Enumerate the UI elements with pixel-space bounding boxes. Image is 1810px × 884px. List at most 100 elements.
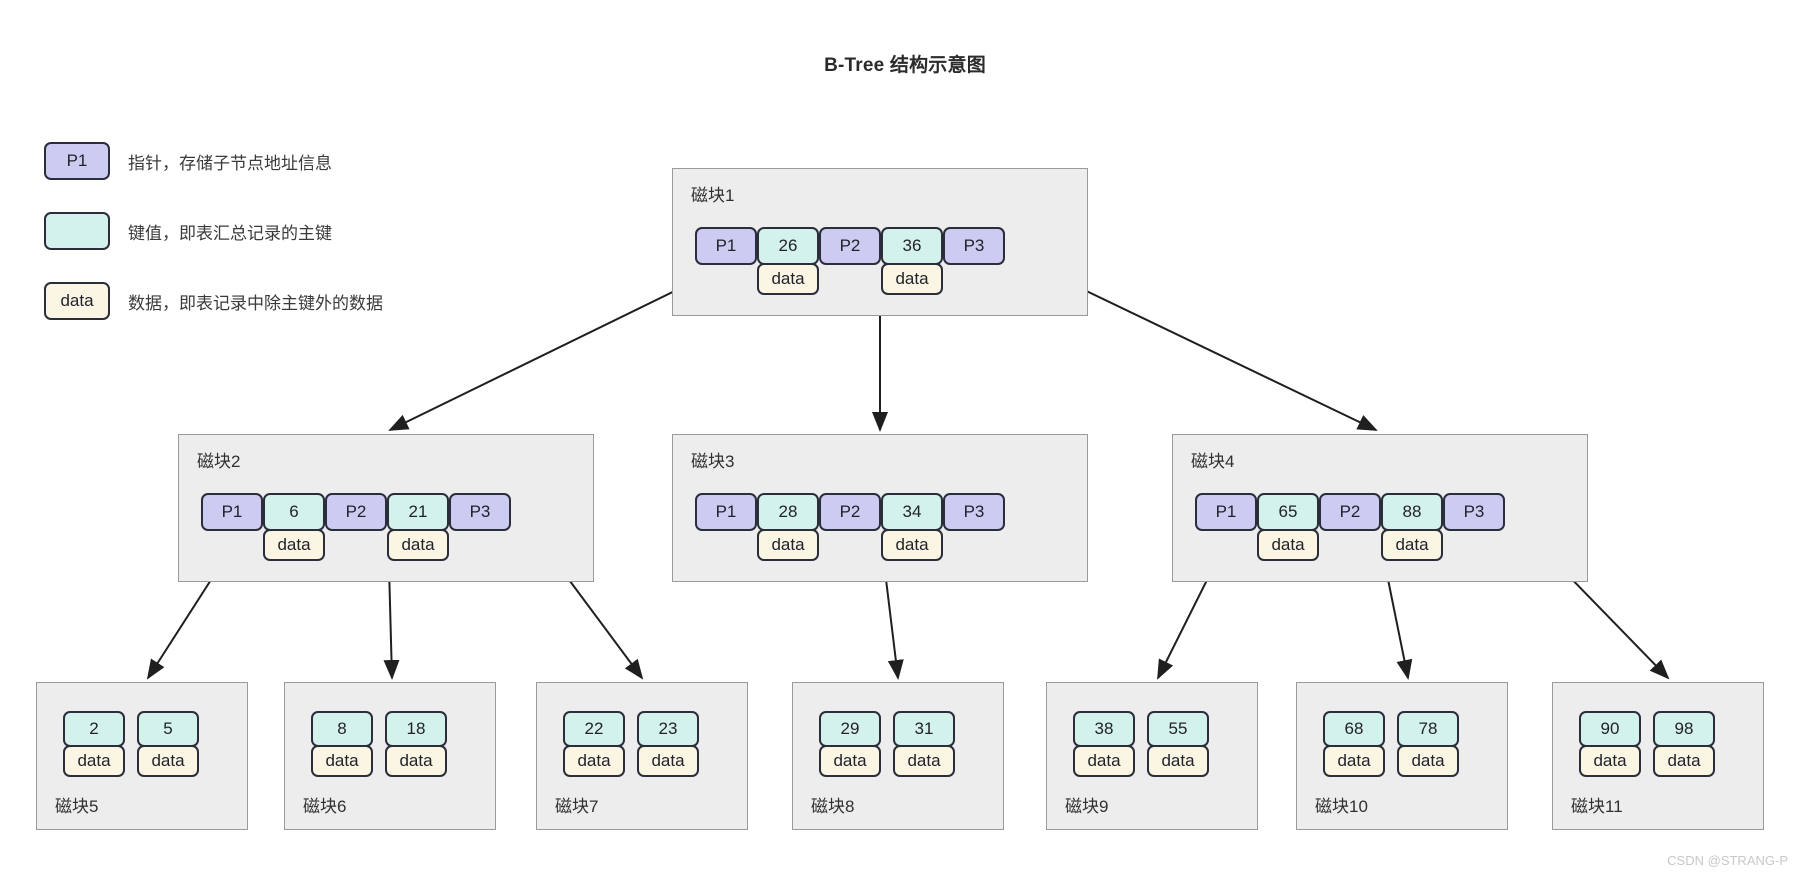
key-cell[interactable]: 38 bbox=[1073, 711, 1135, 747]
block-label: 磁块5 bbox=[55, 797, 99, 816]
key-cell[interactable]: 36 bbox=[881, 227, 943, 265]
data-cell[interactable]: data bbox=[137, 745, 199, 777]
pointer-slot[interactable]: P1 bbox=[695, 493, 757, 531]
pointer-slot[interactable]: P2 bbox=[819, 227, 881, 265]
legend-label-pointer: 指针，存储子节点地址信息 bbox=[128, 153, 332, 173]
pointer-cell[interactable]: P1 bbox=[1195, 493, 1257, 531]
data-cell[interactable]: data bbox=[1147, 745, 1209, 777]
key-cell[interactable]: 23 bbox=[637, 711, 699, 747]
key-cell[interactable]: 2 bbox=[63, 711, 125, 747]
data-cell[interactable]: data bbox=[893, 745, 955, 777]
key-cell[interactable]: 29 bbox=[819, 711, 881, 747]
pointer-slot[interactable]: P1 bbox=[1195, 493, 1257, 531]
data-cell[interactable]: data bbox=[1397, 745, 1459, 777]
data-cell[interactable]: data bbox=[1579, 745, 1641, 777]
pointer-cell[interactable]: P2 bbox=[819, 493, 881, 531]
key-cell[interactable]: 22 bbox=[563, 711, 625, 747]
pointer-cell[interactable]: P1 bbox=[201, 493, 263, 531]
pointer-cell[interactable]: P3 bbox=[449, 493, 511, 531]
key-cell[interactable]: 6 bbox=[263, 493, 325, 531]
key-cell[interactable]: 28 bbox=[757, 493, 819, 531]
pointer-slot[interactable]: P2 bbox=[1319, 493, 1381, 531]
key-cell[interactable]: 34 bbox=[881, 493, 943, 531]
data-cell[interactable]: data bbox=[263, 529, 325, 561]
pointer-cell[interactable]: P2 bbox=[1319, 493, 1381, 531]
data-cell[interactable]: data bbox=[63, 745, 125, 777]
key-cell[interactable]: 98 bbox=[1653, 711, 1715, 747]
pointer-slot[interactable]: P3 bbox=[449, 493, 511, 531]
key-cell[interactable]: 88 bbox=[1381, 493, 1443, 531]
pointer-slot[interactable]: P1 bbox=[201, 493, 263, 531]
key-cell[interactable]: 65 bbox=[1257, 493, 1319, 531]
pointer-cell[interactable]: P2 bbox=[325, 493, 387, 531]
data-cell[interactable]: data bbox=[311, 745, 373, 777]
key-cell[interactable]: 8 bbox=[311, 711, 373, 747]
data-cell[interactable]: data bbox=[757, 529, 819, 561]
data-cell[interactable]: data bbox=[1653, 745, 1715, 777]
data-cell[interactable]: data bbox=[819, 745, 881, 777]
data-cell[interactable]: data bbox=[563, 745, 625, 777]
key-cell[interactable]: 68 bbox=[1323, 711, 1385, 747]
data-cell[interactable]: data bbox=[757, 263, 819, 295]
data-cell[interactable]: data bbox=[1323, 745, 1385, 777]
pointer-slot[interactable]: P2 bbox=[325, 493, 387, 531]
data-cell[interactable]: data bbox=[387, 529, 449, 561]
pointer-cell[interactable]: P1 bbox=[695, 227, 757, 265]
data-cell[interactable]: data bbox=[637, 745, 699, 777]
pointer-slot[interactable]: P3 bbox=[943, 227, 1005, 265]
pointer-slot[interactable]: P3 bbox=[1443, 493, 1505, 531]
key-cell[interactable]: 18 bbox=[385, 711, 447, 747]
pointer-cell[interactable]: P2 bbox=[819, 227, 881, 265]
pointer-cell[interactable]: P3 bbox=[943, 493, 1005, 531]
data-cell[interactable]: data bbox=[881, 263, 943, 295]
key-cell[interactable]: 21 bbox=[387, 493, 449, 531]
pointer-cell[interactable]: P3 bbox=[943, 227, 1005, 265]
key-cell[interactable]: 5 bbox=[137, 711, 199, 747]
pointer-slot[interactable]: P2 bbox=[819, 493, 881, 531]
data-cell[interactable]: data bbox=[1381, 529, 1443, 561]
data-cell[interactable]: data bbox=[1257, 529, 1319, 561]
block-label: 磁块10 bbox=[1315, 797, 1368, 816]
pointer-cell[interactable]: P3 bbox=[1443, 493, 1505, 531]
legend-label-data: 数据，即表记录中除主键外的数据 bbox=[128, 293, 383, 313]
pointer-cell[interactable]: P1 bbox=[695, 493, 757, 531]
data-cell[interactable]: data bbox=[881, 529, 943, 561]
key-cell[interactable]: 90 bbox=[1579, 711, 1641, 747]
key-cell[interactable]: 55 bbox=[1147, 711, 1209, 747]
data-cell[interactable]: data bbox=[385, 745, 447, 777]
pointer-slot[interactable]: P1 bbox=[695, 227, 757, 265]
key-cell[interactable]: 78 bbox=[1397, 711, 1459, 747]
pointer-slot[interactable]: P3 bbox=[943, 493, 1005, 531]
block-label: 磁块7 bbox=[555, 797, 599, 816]
key-cell[interactable]: 26 bbox=[757, 227, 819, 265]
data-cell[interactable]: data bbox=[1073, 745, 1135, 777]
key-cell[interactable]: 31 bbox=[893, 711, 955, 747]
